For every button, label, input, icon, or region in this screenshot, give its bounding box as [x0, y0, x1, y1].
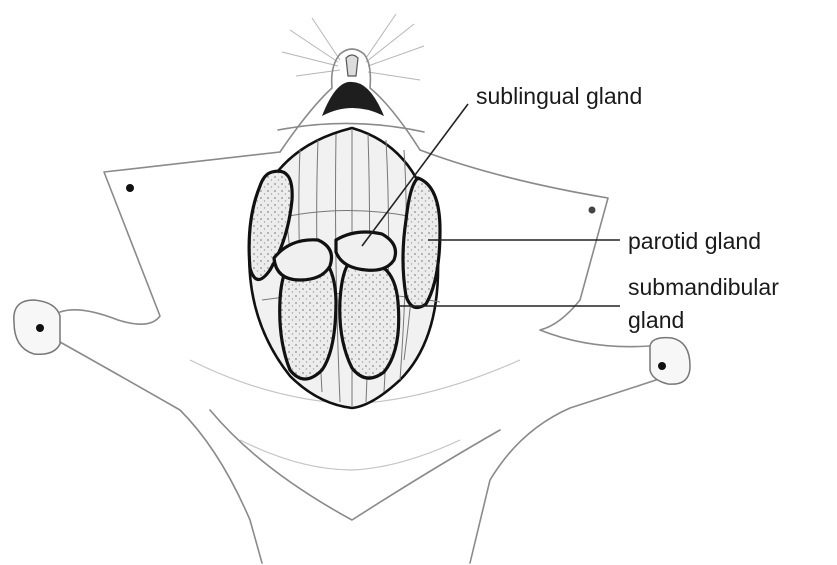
gland-right-parotid: [403, 178, 440, 308]
right-forepaw: [650, 338, 690, 385]
pin-icon: [36, 324, 44, 332]
label-parotid-gland: parotid gland: [628, 228, 761, 254]
pin-icon: [126, 184, 134, 192]
pin-icon: [658, 362, 666, 370]
gland-right-sublingual: [336, 232, 396, 270]
pin-icon: [589, 207, 596, 214]
nose-icon: [346, 55, 358, 76]
label-submandibular-line2: gland: [628, 307, 684, 333]
left-forepaw: [14, 300, 60, 354]
label-sublingual-gland: sublingual gland: [476, 83, 642, 109]
gland-right-submandibular: [340, 261, 399, 378]
label-submandibular-line1: submandibular: [628, 274, 779, 300]
